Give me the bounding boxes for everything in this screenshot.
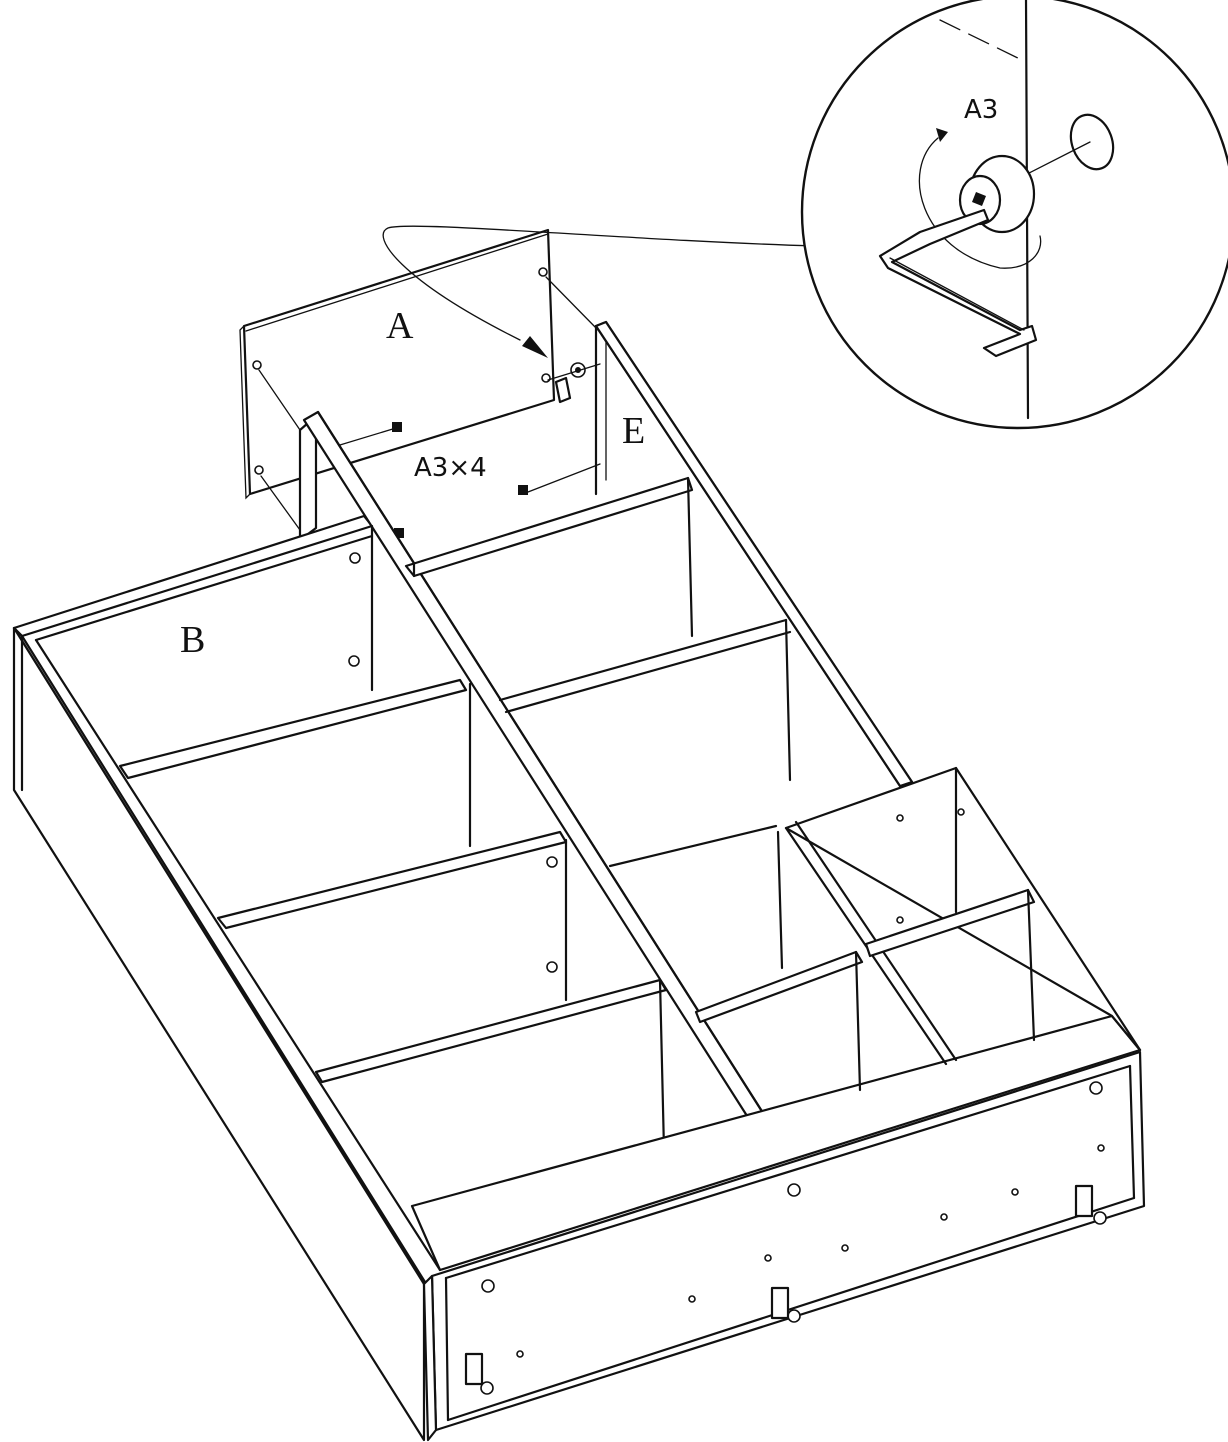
- panel-a-label: A: [386, 305, 414, 347]
- panel-b-carcass: [12, 320, 1146, 1442]
- panel-e-label: E: [622, 410, 645, 452]
- detail-magnifier: A3: [800, 0, 1228, 430]
- callout-leader: [382, 225, 816, 358]
- hex-key-icon: [878, 208, 1038, 358]
- panel-b-label: B: [180, 619, 205, 661]
- rotation-arrow-icon: [918, 128, 1042, 269]
- detail-part-label: A3: [964, 95, 998, 125]
- fastener-count-label: A3×4: [414, 453, 487, 483]
